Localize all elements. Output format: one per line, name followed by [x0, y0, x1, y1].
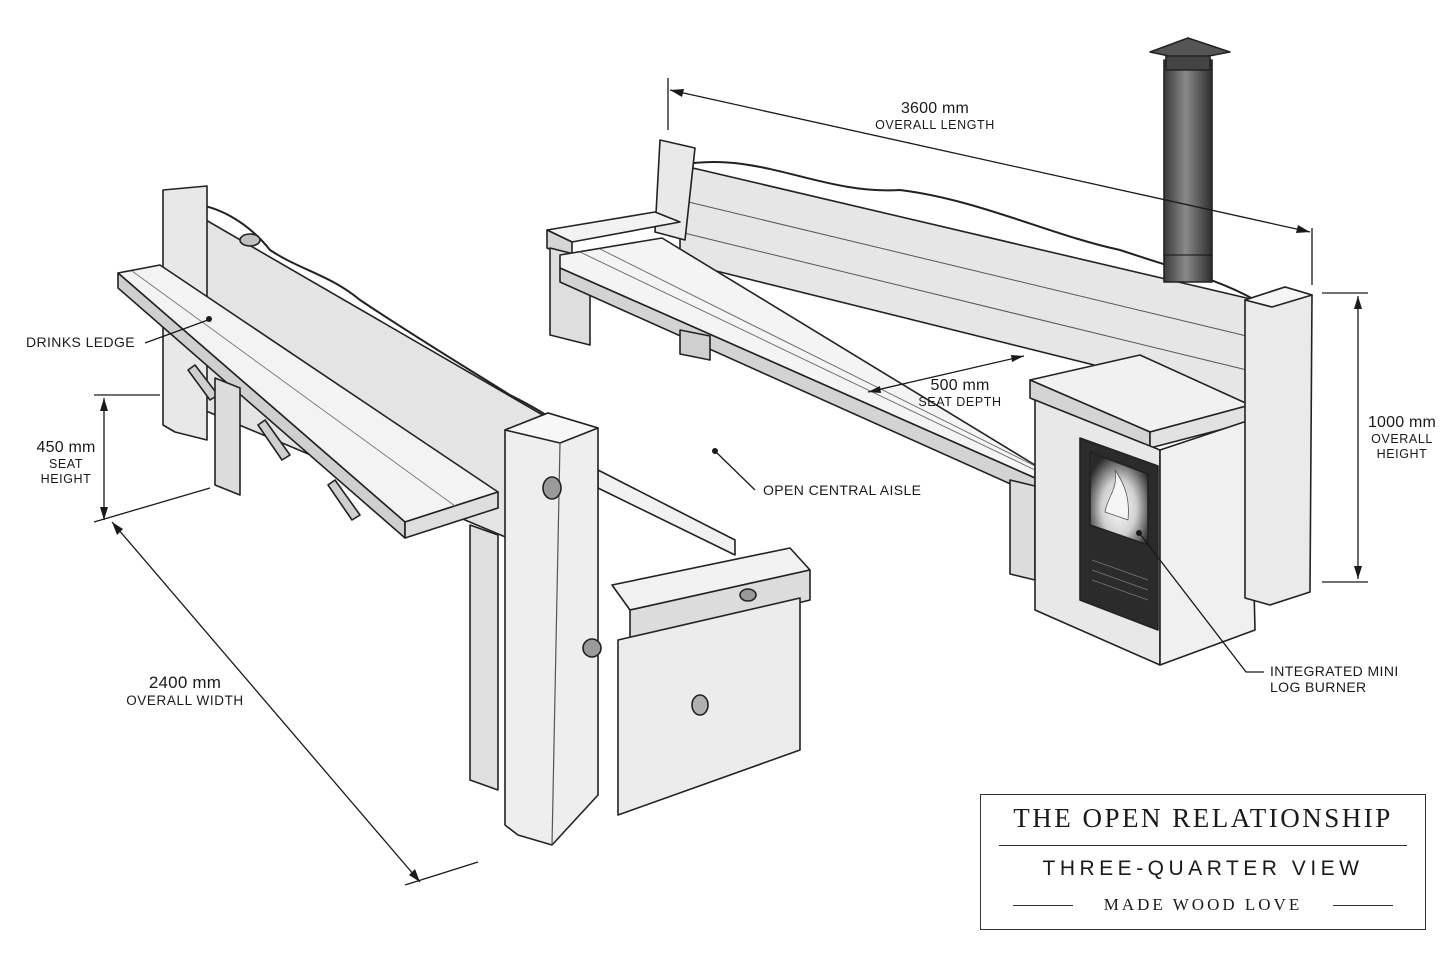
log-burner-leader: [1136, 530, 1264, 673]
title-block-title: THE OPEN RELATIONSHIP: [1013, 803, 1393, 833]
log-burner-callout-line2: LOG BURNER: [1270, 679, 1367, 696]
overall-length-caption: OVERALL LENGTH: [875, 118, 995, 133]
overall-width-dimension: [111, 521, 479, 886]
drinks-ledge-leader: [144, 316, 212, 344]
overall-height-caption-1: OVERALL: [1371, 432, 1433, 447]
overall-height-dimension: [1322, 292, 1368, 583]
title-block-divider: [999, 845, 1407, 846]
drinks-ledge-callout: DRINKS LEDGE: [26, 334, 136, 350]
front-bench-end-box: [617, 597, 801, 816]
seat-height-dimension: [93, 394, 211, 523]
log-burner-callout-line1: INTEGRATED MINI: [1270, 663, 1399, 679]
overall-width-label: 2400 mm OVERALL WIDTH: [105, 673, 265, 708]
chimney-flue: [1149, 37, 1231, 283]
overall-length-dimension: [667, 78, 1313, 285]
seat-height-label: 450 mm SEAT HEIGHT: [26, 439, 106, 486]
back-bench: [546, 37, 1313, 666]
seat-depth-caption: SEAT DEPTH: [918, 395, 1002, 410]
overall-length-label: 3600 mm OVERALL LENGTH: [860, 100, 1010, 133]
aisle-leader: [712, 448, 756, 491]
seat-depth-label: 500 mm SEAT DEPTH: [900, 377, 1020, 410]
log-burner-callout: INTEGRATED MINI LOG BURNER: [1270, 663, 1399, 695]
overall-height-label: 1000 mm OVERALL HEIGHT: [1362, 414, 1442, 461]
overall-height-caption-2: HEIGHT: [1376, 446, 1428, 461]
open-central-aisle-callout: OPEN CENTRAL AISLE: [763, 482, 922, 498]
back-bench-box-side: [1159, 419, 1256, 666]
seat-height-value: 450 mm: [36, 439, 96, 456]
title-block-rule-right: [1333, 905, 1393, 906]
back-bench-left-post: [654, 139, 696, 241]
title-block: THE OPEN RELATIONSHIP THREE-QUARTER VIEW…: [980, 794, 1426, 930]
back-bench-right-post: [1244, 286, 1313, 606]
title-block-view: THREE-QUARTER VIEW: [1042, 857, 1364, 880]
seat-height-caption-2: HEIGHT: [40, 471, 92, 486]
seat-height-caption-1: SEAT: [48, 457, 84, 472]
title-block-rule-left: [1013, 905, 1073, 906]
overall-width-caption: OVERALL WIDTH: [126, 692, 244, 708]
front-bench: [117, 185, 811, 846]
log-burner: [1079, 437, 1159, 631]
seat-depth-value: 500 mm: [930, 377, 990, 394]
overall-height-value: 1000 mm: [1367, 414, 1437, 431]
overall-length-value: 3600 mm: [900, 100, 970, 117]
seat-depth-dimension: [867, 355, 1025, 393]
title-block-maker: MADE WOOD LOVE: [1103, 895, 1303, 914]
overall-width-value: 2400 mm: [148, 673, 222, 692]
